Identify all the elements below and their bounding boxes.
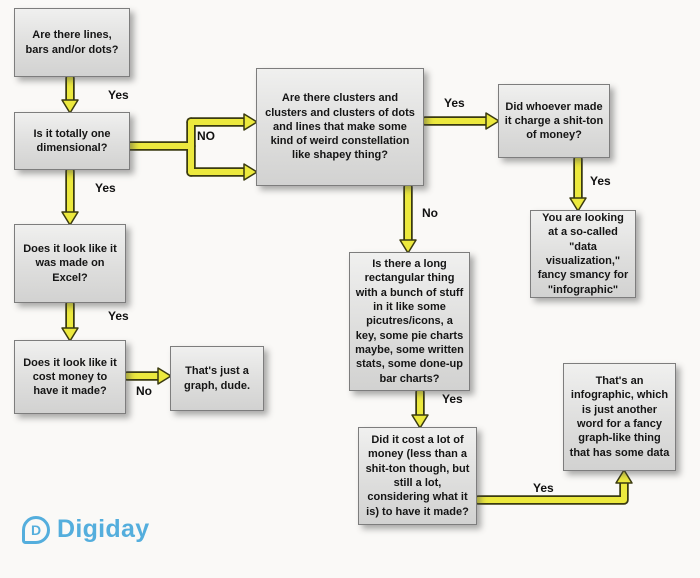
node-shit-ton-of-money: Did whoever made it charge a shit-ton of… <box>498 84 610 158</box>
node-cost-money: Does it look like it cost money to have … <box>14 340 126 414</box>
node-one-dimensional: Is it totally one dimensional? <box>14 112 130 170</box>
edge-label-one-dimensional-yes: Yes <box>95 181 116 195</box>
node-lines-bars-dots: Are there lines, bars and/or dots? <box>14 8 130 77</box>
edge-label-cost-money-no: No <box>136 384 152 398</box>
node-lot-of-money: Did it cost a lot of money (less than a … <box>358 427 477 525</box>
edge-label-clusters-no: No <box>422 206 438 220</box>
node-result-data-visualization: You are looking at a so-called "data vis… <box>530 210 636 298</box>
edge-label-shit-ton-yes: Yes <box>590 174 611 188</box>
edge-label-one-dimensional-no: NO <box>197 129 215 143</box>
edge-label-rectangular-yes: Yes <box>442 392 463 406</box>
edge-label-excel-yes: Yes <box>108 309 129 323</box>
digiday-logo-text: Digiday <box>57 515 150 543</box>
edge-label-lines-yes: Yes <box>108 88 129 102</box>
edge-label-lot-of-money-yes: Yes <box>533 481 554 495</box>
node-made-on-excel: Does it look like it was made on Excel? <box>14 224 126 303</box>
digiday-logo: D Digiday <box>22 515 149 544</box>
node-result-graph: That's just a graph, dude. <box>170 346 264 411</box>
node-result-infographic: That's an infographic, which is just ano… <box>563 363 676 471</box>
node-clusters-constellation: Are there clusters and clusters and clus… <box>256 68 424 186</box>
node-long-rectangular-thing: Is there a long rectangular thing with a… <box>349 252 470 391</box>
edge-label-clusters-yes: Yes <box>444 96 465 110</box>
digiday-logo-icon: D <box>22 515 50 544</box>
